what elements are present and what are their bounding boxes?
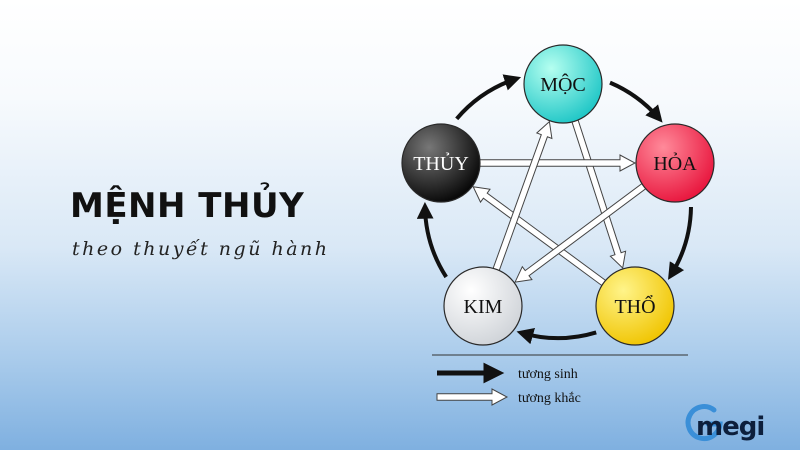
element-label-tho: THỔ	[614, 294, 655, 318]
page-subtitle: theo thuyết ngũ hành	[72, 238, 330, 260]
element-label-thuy: THỦY	[413, 152, 469, 175]
overcoming-arrow-thuy-hoa	[477, 154, 637, 172]
legend-overcoming: tương khắc	[436, 388, 581, 406]
overcoming-arrow-kim-moc	[491, 120, 553, 273]
element-label-moc: MỘC	[540, 72, 586, 96]
element-node-hoa: HỎA	[635, 123, 715, 203]
overcoming-arrow-hoa-kim	[514, 181, 648, 283]
logo-text: megi	[696, 412, 765, 442]
overcoming-cycle-arrows	[472, 117, 648, 288]
element-label-hoa: HỎA	[653, 152, 697, 175]
element-circle-thuy	[401, 123, 481, 203]
logo-mark-icon	[685, 404, 723, 442]
brand-logo: megi	[684, 402, 796, 446]
overcoming-arrow-tho-thuy	[472, 186, 608, 288]
element-node-tho: THỔ	[595, 266, 675, 346]
generating-arrow-hoa-tho	[668, 206, 693, 280]
element-nodes: MỘC HỎA THỔ KIM THỦY	[401, 44, 715, 346]
element-node-thuy: THỦY	[401, 123, 481, 203]
generating-arrow-moc-hoa	[609, 80, 663, 123]
legend-overcoming-label: tương khắc	[518, 391, 581, 406]
overcoming-arrow-moc-tho	[570, 117, 627, 270]
element-circle-tho	[595, 266, 675, 346]
generating-cycle-arrows	[416, 74, 693, 345]
element-circle-hoa	[635, 123, 715, 203]
legend-overcoming-arrow	[436, 388, 509, 406]
legend-generating: tương sinh	[437, 362, 578, 384]
generating-arrow-kim-thuy	[416, 201, 448, 279]
element-circle-moc	[523, 44, 603, 124]
element-circle-kim	[443, 266, 523, 346]
element-node-moc: MỘC	[523, 44, 603, 124]
generating-arrow-tho-kim	[516, 328, 597, 345]
page-title: MỆNH THỦY	[70, 186, 305, 226]
element-label-kim: KIM	[464, 296, 503, 318]
generating-arrow-thuy-moc	[455, 74, 522, 121]
legend-generating-label: tương sinh	[518, 367, 578, 382]
element-node-kim: KIM	[443, 266, 523, 346]
